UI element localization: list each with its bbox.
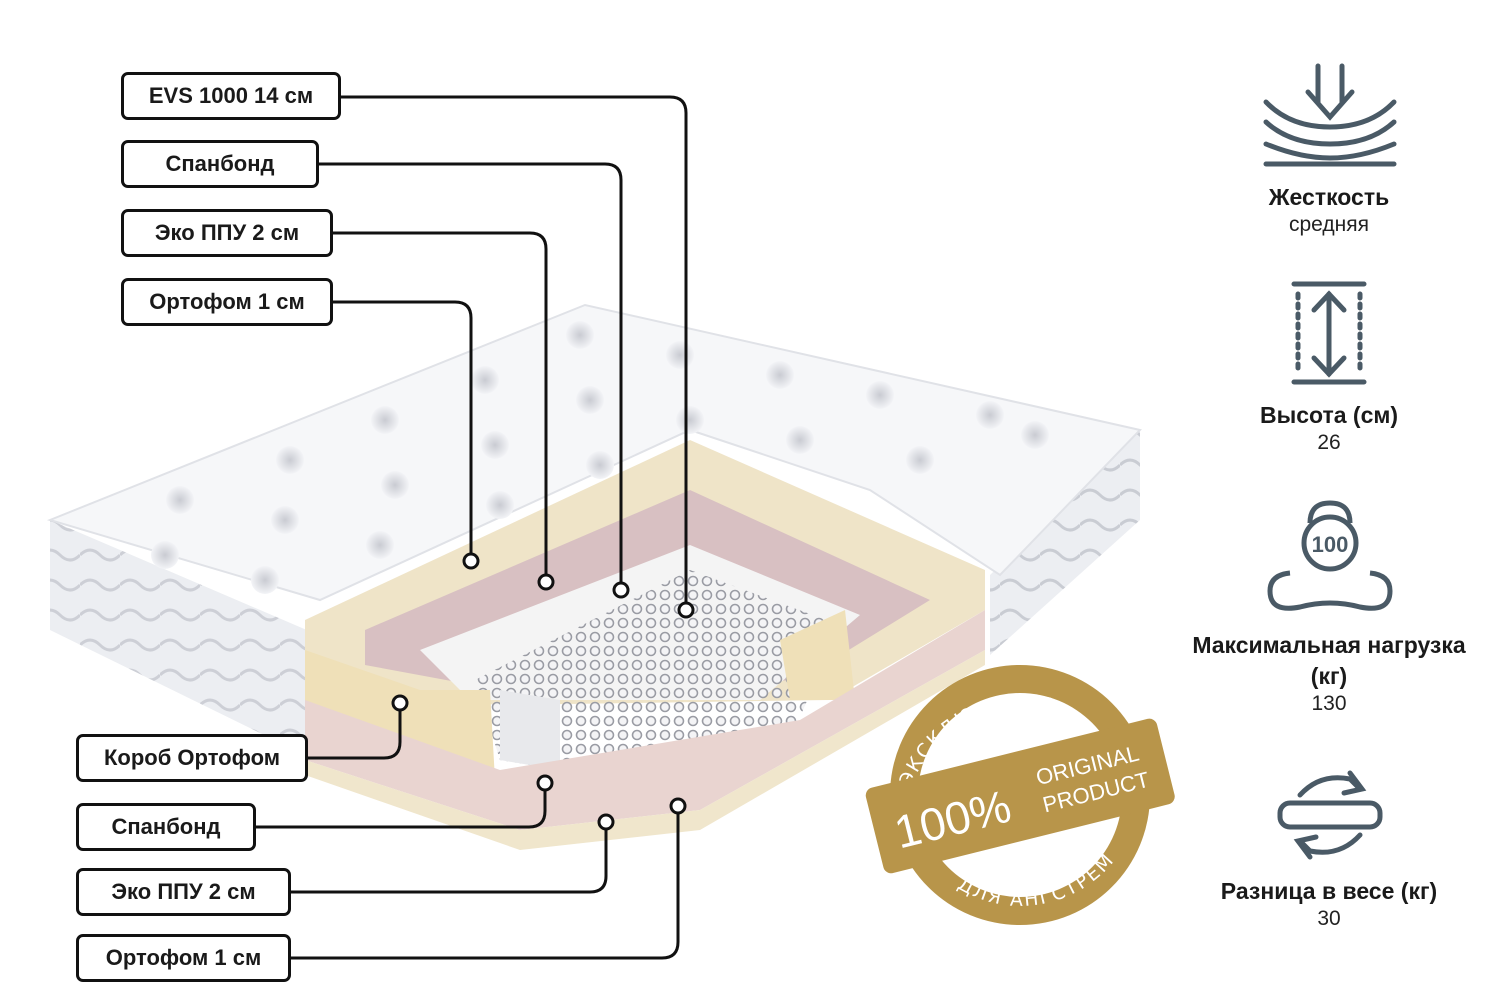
stiffness-icon xyxy=(1263,63,1397,167)
layer-label-eco-foam-bottom: Эко ППУ 2 см xyxy=(76,868,291,916)
layer-label-eco-foam-top: Эко ППУ 2 см xyxy=(121,209,333,257)
spec-max-load-title: Максимальная нагрузка (кг) xyxy=(1192,632,1466,690)
spec-weight-difference-title: Разница в весе (кг) xyxy=(1220,878,1438,904)
layer-label-spunbond-top: Спанбонд xyxy=(121,140,319,188)
layer-marker-dot xyxy=(677,601,695,619)
spec-weight-difference: Разница в весе (кг) 30 xyxy=(1179,876,1479,930)
layer-marker-dot xyxy=(462,552,480,570)
layer-marker-dot xyxy=(612,581,630,599)
spec-stiffness-value: средняя xyxy=(1289,213,1369,237)
spec-height-title: Высота (см) xyxy=(1259,402,1399,428)
weight-icon-label: 100 xyxy=(1312,532,1349,557)
weight-difference-icon xyxy=(1277,770,1383,860)
weight-load-icon: 100 xyxy=(1267,500,1393,611)
layer-label-orthofoam-bottom: Ортофом 1 см xyxy=(76,934,291,982)
spec-stiffness-title: Жесткость xyxy=(1268,184,1390,210)
layer-label-orthofoam-top: Ортофом 1 см xyxy=(121,278,333,326)
layer-label-springs: EVS 1000 14 см xyxy=(121,72,341,120)
spec-stiffness: Жесткость средняя xyxy=(1179,182,1479,236)
layer-marker-dot xyxy=(537,573,555,591)
layer-marker-dot xyxy=(536,774,554,792)
layer-label-spunbond-bottom: Спанбонд xyxy=(76,803,256,851)
spec-height-value: 26 xyxy=(1317,431,1341,455)
spec-max-load: Максимальная нагрузка (кг) 130 xyxy=(1179,630,1479,715)
spec-height: Высота (см) 26 xyxy=(1179,400,1479,454)
layer-label-foam-box: Короб Ортофом xyxy=(76,734,308,782)
spec-max-load-value: 130 xyxy=(1311,692,1347,716)
layer-marker-dot xyxy=(391,694,409,712)
layer-marker-dot xyxy=(597,813,615,831)
spec-weight-difference-value: 30 xyxy=(1317,907,1341,931)
height-icon xyxy=(1291,281,1367,385)
exclusive-badge: ЭКСКЛЮЗИВНО ДЛЯ АНГСТРЕМ 100% ORIGINAL P… xyxy=(865,665,1175,925)
layer-marker-dot xyxy=(669,797,687,815)
